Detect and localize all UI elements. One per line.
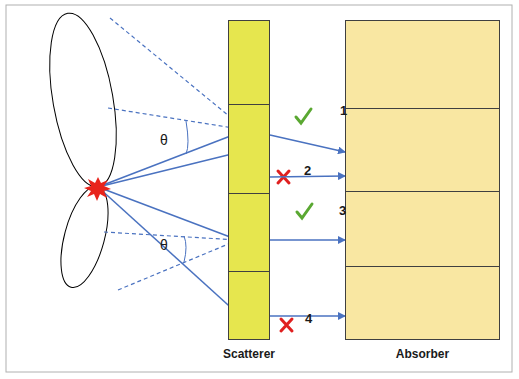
callout-number: 2 bbox=[304, 164, 311, 177]
scatterer-block: Scatterer bbox=[228, 20, 270, 340]
angle-label: θ bbox=[160, 133, 168, 147]
lobe-lower bbox=[52, 182, 118, 293]
cell-divider bbox=[229, 104, 269, 105]
cell-divider bbox=[346, 266, 499, 267]
angle-arcs bbox=[184, 121, 188, 262]
angle-label: θ bbox=[160, 238, 168, 252]
cell-divider bbox=[229, 271, 269, 272]
cone-lines bbox=[104, 18, 246, 290]
block-label: Absorber bbox=[396, 347, 449, 361]
check-marks bbox=[296, 109, 312, 218]
frame bbox=[6, 5, 512, 372]
cell-divider bbox=[229, 193, 269, 194]
callout-number: 4 bbox=[305, 312, 312, 325]
cross-marks bbox=[278, 171, 292, 331]
photon-track bbox=[270, 135, 345, 152]
callout-number: 3 bbox=[339, 204, 346, 217]
callout-number: 1 bbox=[340, 104, 347, 117]
block-label: Scatterer bbox=[223, 347, 275, 361]
cell-divider bbox=[346, 108, 499, 109]
lobe-upper bbox=[38, 8, 128, 192]
absorber-block: Absorber bbox=[345, 20, 500, 340]
photon-track bbox=[270, 239, 345, 241]
cell-divider bbox=[346, 191, 499, 192]
source-star bbox=[84, 177, 111, 201]
